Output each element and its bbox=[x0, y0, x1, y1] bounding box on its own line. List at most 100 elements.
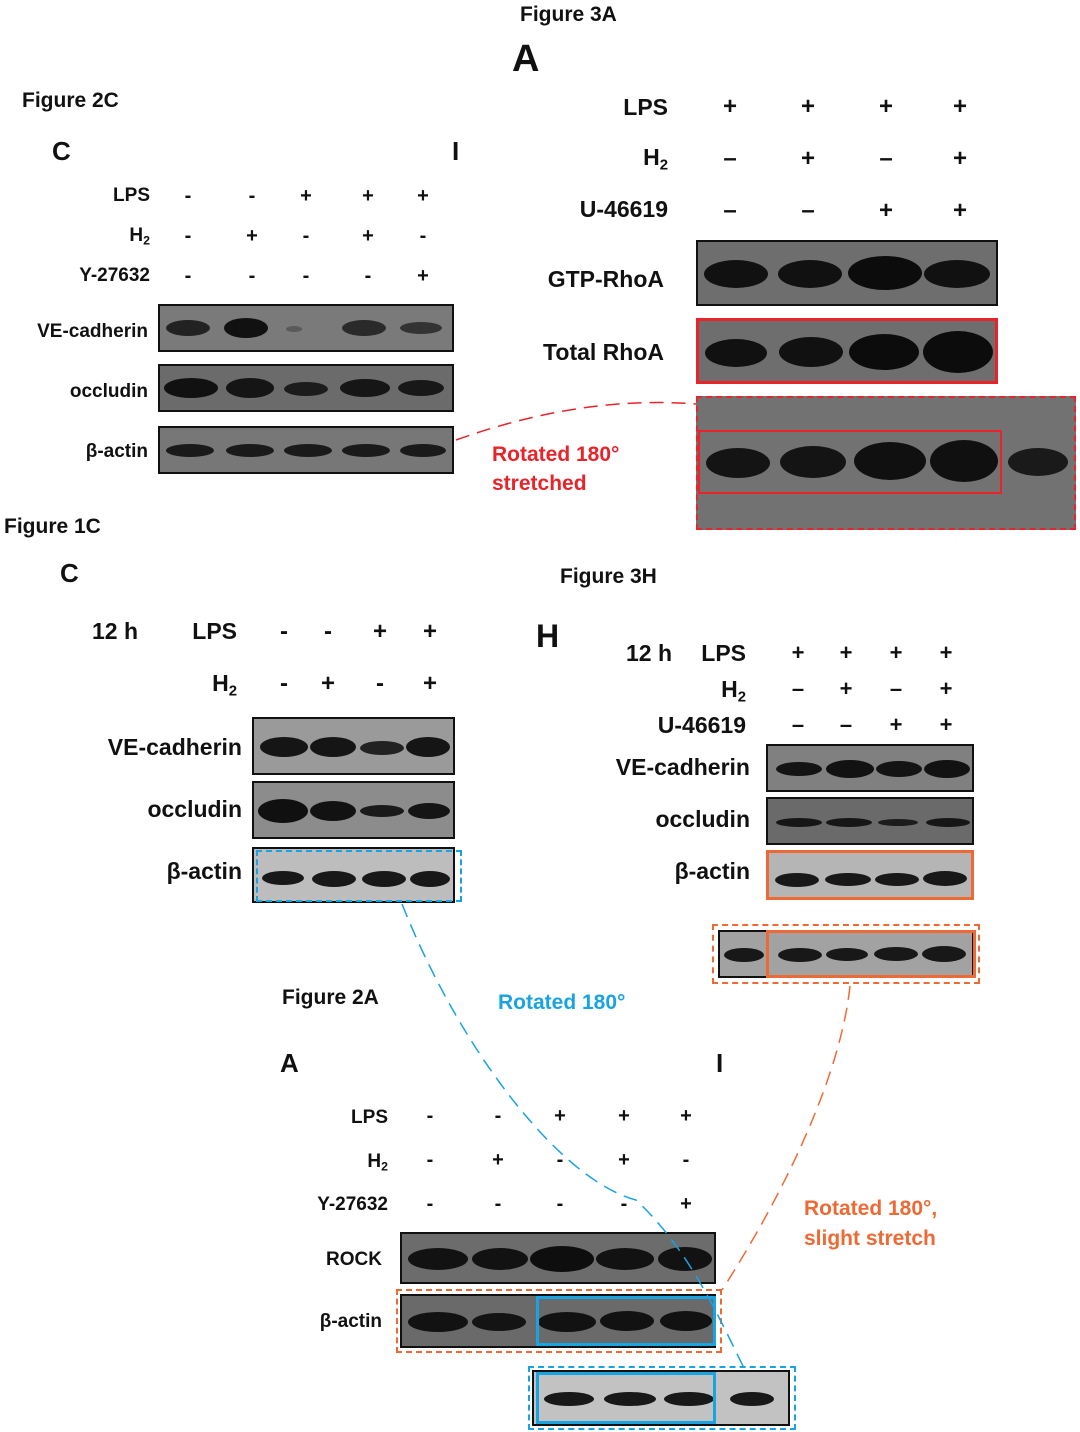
fig2a-sign-r2-c1: - bbox=[494, 1193, 502, 1215]
band bbox=[923, 331, 993, 373]
panel-letter-3h: H bbox=[536, 618, 560, 654]
fig3h-row-label-h2: H2 bbox=[721, 676, 746, 706]
red-annotation-line2: stretched bbox=[492, 472, 587, 495]
fig3a-blot-label-gtp-rhoa: GTP-RhoA bbox=[547, 266, 664, 292]
band bbox=[874, 947, 918, 961]
band bbox=[849, 334, 919, 370]
fig3a-sign-r2-c0: – bbox=[723, 197, 737, 224]
fig3a-sign-r0-c1: + bbox=[800, 93, 815, 120]
fig1c-blot-ve-cadherin bbox=[252, 717, 455, 775]
fig2c-sign-r0-c4: + bbox=[417, 185, 429, 207]
fig3h-comparison-highlight-box bbox=[766, 930, 976, 978]
band bbox=[340, 379, 390, 397]
orange-annotation-line2: slight stretch bbox=[804, 1227, 936, 1250]
fig2a-blot-rock bbox=[400, 1232, 716, 1284]
fig2a-sign-r0-c1: - bbox=[494, 1105, 502, 1127]
fig3a-blot-gtp-rhoa bbox=[696, 240, 998, 306]
fig3h-comparison-blot bbox=[718, 930, 976, 978]
fig3a-sign-r0-c3: + bbox=[952, 93, 967, 120]
fig3h-row-label-u46619: U-46619 bbox=[657, 712, 746, 738]
panel-letter-2c: C bbox=[52, 136, 71, 166]
fig2a-sign-r1-c4: - bbox=[682, 1149, 690, 1171]
band bbox=[342, 444, 390, 457]
fig1c-sign-r0-c0: - bbox=[280, 618, 288, 645]
fig2c-blot-occludin bbox=[158, 364, 454, 412]
fig2c-row-label-y27632: Y-27632 bbox=[79, 265, 150, 286]
fig3h-sign-r1-c2: – bbox=[889, 676, 903, 701]
fig2a-comparison-blot bbox=[532, 1370, 790, 1426]
band bbox=[166, 320, 210, 336]
fig2c-blot-label-ve-cadherin: VE-cadherin bbox=[37, 321, 148, 342]
fig2c-blot-ve-cadherin bbox=[158, 304, 454, 352]
band bbox=[848, 256, 922, 290]
fig3a-row-label-lps: LPS bbox=[623, 94, 668, 120]
fig2a-row-label-lps: LPS bbox=[351, 1107, 388, 1128]
fig3h-sign-r1-c3: + bbox=[939, 676, 953, 701]
fig2a-row-label-y27632: Y-27632 bbox=[317, 1194, 388, 1215]
fig2c-sign-r1-c4: - bbox=[419, 225, 427, 247]
band bbox=[776, 818, 822, 827]
fig2c-sign-r1-c3: + bbox=[362, 225, 374, 247]
band bbox=[924, 760, 970, 778]
fig2c-sign-r2-c1: - bbox=[248, 265, 256, 287]
band bbox=[362, 871, 406, 887]
band bbox=[544, 1392, 594, 1406]
band bbox=[360, 805, 404, 817]
fig3a-sign-r2-c3: + bbox=[952, 197, 967, 224]
fig1c-blot-beta-actin bbox=[252, 847, 455, 903]
fig3a-sign-r1-c2: – bbox=[879, 145, 893, 172]
figure-2a-title: Figure 2A bbox=[282, 986, 379, 1009]
fig2a-sign-r0-c3: + bbox=[618, 1105, 630, 1127]
band bbox=[724, 948, 764, 962]
fig2c-row-label-lps: LPS bbox=[113, 185, 150, 206]
fig1c-time-label: 12 h bbox=[92, 618, 139, 644]
fig3a-sign-r1-c0: – bbox=[723, 145, 737, 172]
band bbox=[854, 442, 926, 480]
band bbox=[258, 799, 308, 823]
fig1c-sign-r1-c2: - bbox=[376, 670, 384, 697]
fig2a-sign-r2-c4: + bbox=[680, 1193, 692, 1215]
fig1c-sign-r0-c2: + bbox=[372, 618, 387, 645]
fig2c-blot-label-beta-actin: β-actin bbox=[85, 441, 148, 462]
fig2c-sign-r2-c4: + bbox=[417, 265, 429, 287]
band bbox=[664, 1392, 714, 1406]
band bbox=[312, 871, 356, 887]
fig1c-sign-r1-c0: - bbox=[280, 670, 288, 697]
band bbox=[778, 260, 842, 288]
fig1c-sign-r1-c3: + bbox=[422, 670, 437, 697]
fig1c-row-label-h2: H2 bbox=[212, 670, 237, 700]
band bbox=[530, 1246, 594, 1272]
fig2a-blot-label-beta-actin: β-actin bbox=[319, 1311, 382, 1332]
band bbox=[779, 337, 843, 367]
fig3h-sign-r1-c1: + bbox=[839, 676, 853, 701]
orange-annotation-line1: Rotated 180°, bbox=[804, 1197, 938, 1220]
band bbox=[224, 318, 268, 338]
fig3a-sign-r0-c0: + bbox=[722, 93, 737, 120]
fig1c-row-label-lps: LPS bbox=[192, 618, 237, 644]
fig3a-blot-total-rhoa bbox=[696, 318, 998, 384]
fig3a-sign-r0-c2: + bbox=[878, 93, 893, 120]
fig2c-sign-r0-c2: + bbox=[300, 185, 312, 207]
band bbox=[284, 382, 328, 396]
band bbox=[658, 1247, 712, 1271]
fig3a-comparison-blot bbox=[696, 396, 1076, 530]
fig3a-sign-r2-c2: + bbox=[878, 197, 893, 224]
panel-letter-2a: A bbox=[280, 1048, 299, 1078]
band bbox=[924, 260, 990, 288]
fig2a-comparison-highlight-box bbox=[536, 1372, 716, 1424]
fig2c-sign-r2-c0: - bbox=[184, 265, 192, 287]
band bbox=[410, 871, 450, 887]
fig2a-sign-r2-c0: - bbox=[426, 1193, 434, 1215]
fig2a-blot-label-rock: ROCK bbox=[326, 1249, 382, 1270]
blue-annotation: Rotated 180° bbox=[498, 991, 626, 1014]
panel-letter-2c-cut: I bbox=[452, 136, 460, 166]
fig3h-sign-r2-c0: – bbox=[791, 712, 805, 737]
band bbox=[260, 737, 308, 757]
fig3a-sign-r2-c1: – bbox=[801, 197, 815, 224]
fig2a-sign-r1-c2: - bbox=[556, 1149, 564, 1171]
fig2a-sign-r1-c3: + bbox=[618, 1149, 630, 1171]
fig3h-blot-label-occludin: occludin bbox=[655, 806, 750, 832]
fig2a-sign-r2-c2: - bbox=[556, 1193, 564, 1215]
fig1c-beta-actin-highlight bbox=[256, 850, 462, 902]
band bbox=[922, 946, 966, 962]
